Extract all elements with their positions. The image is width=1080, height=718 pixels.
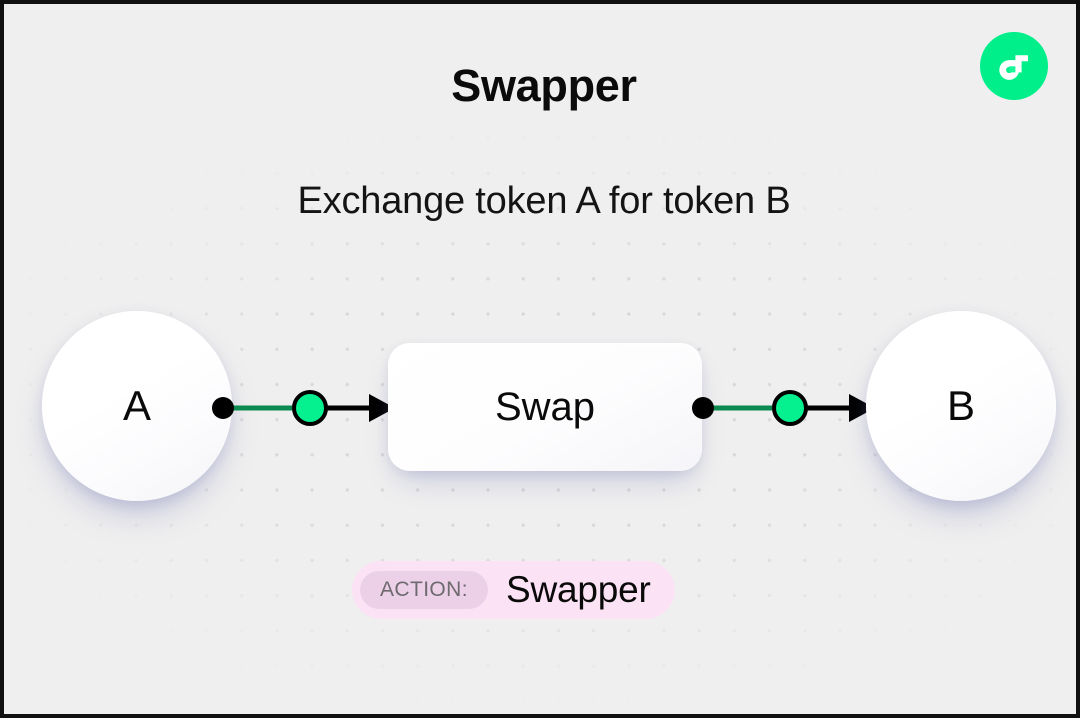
node-token-b[interactable]: B <box>866 311 1056 501</box>
edge-midpoint-dot <box>772 390 808 426</box>
edge-token-a-to-swap <box>209 384 395 432</box>
node-token-b-label: B <box>946 382 975 429</box>
node-token-a-label: A <box>122 382 151 429</box>
edge-start-dot <box>692 397 714 419</box>
page-title: Swapper <box>451 60 637 111</box>
action-badge[interactable]: ACTION: Swapper <box>352 561 675 619</box>
edge-midpoint-dot <box>292 390 328 426</box>
edge-arrowhead <box>849 394 875 422</box>
node-swap[interactable]: Swap <box>388 343 702 471</box>
action-badge-value: Swapper <box>505 569 651 610</box>
edge-start-dot <box>212 397 234 419</box>
edge-swap-to-token-b <box>689 384 875 432</box>
edge-arrowhead <box>369 394 395 422</box>
action-badge-label: ACTION: <box>360 571 488 609</box>
page-subtitle: Exchange token A for token B <box>297 180 791 222</box>
node-token-a[interactable]: A <box>42 311 232 501</box>
node-swap-label: Swap <box>494 384 596 429</box>
flow-logo-icon[interactable] <box>980 32 1048 100</box>
